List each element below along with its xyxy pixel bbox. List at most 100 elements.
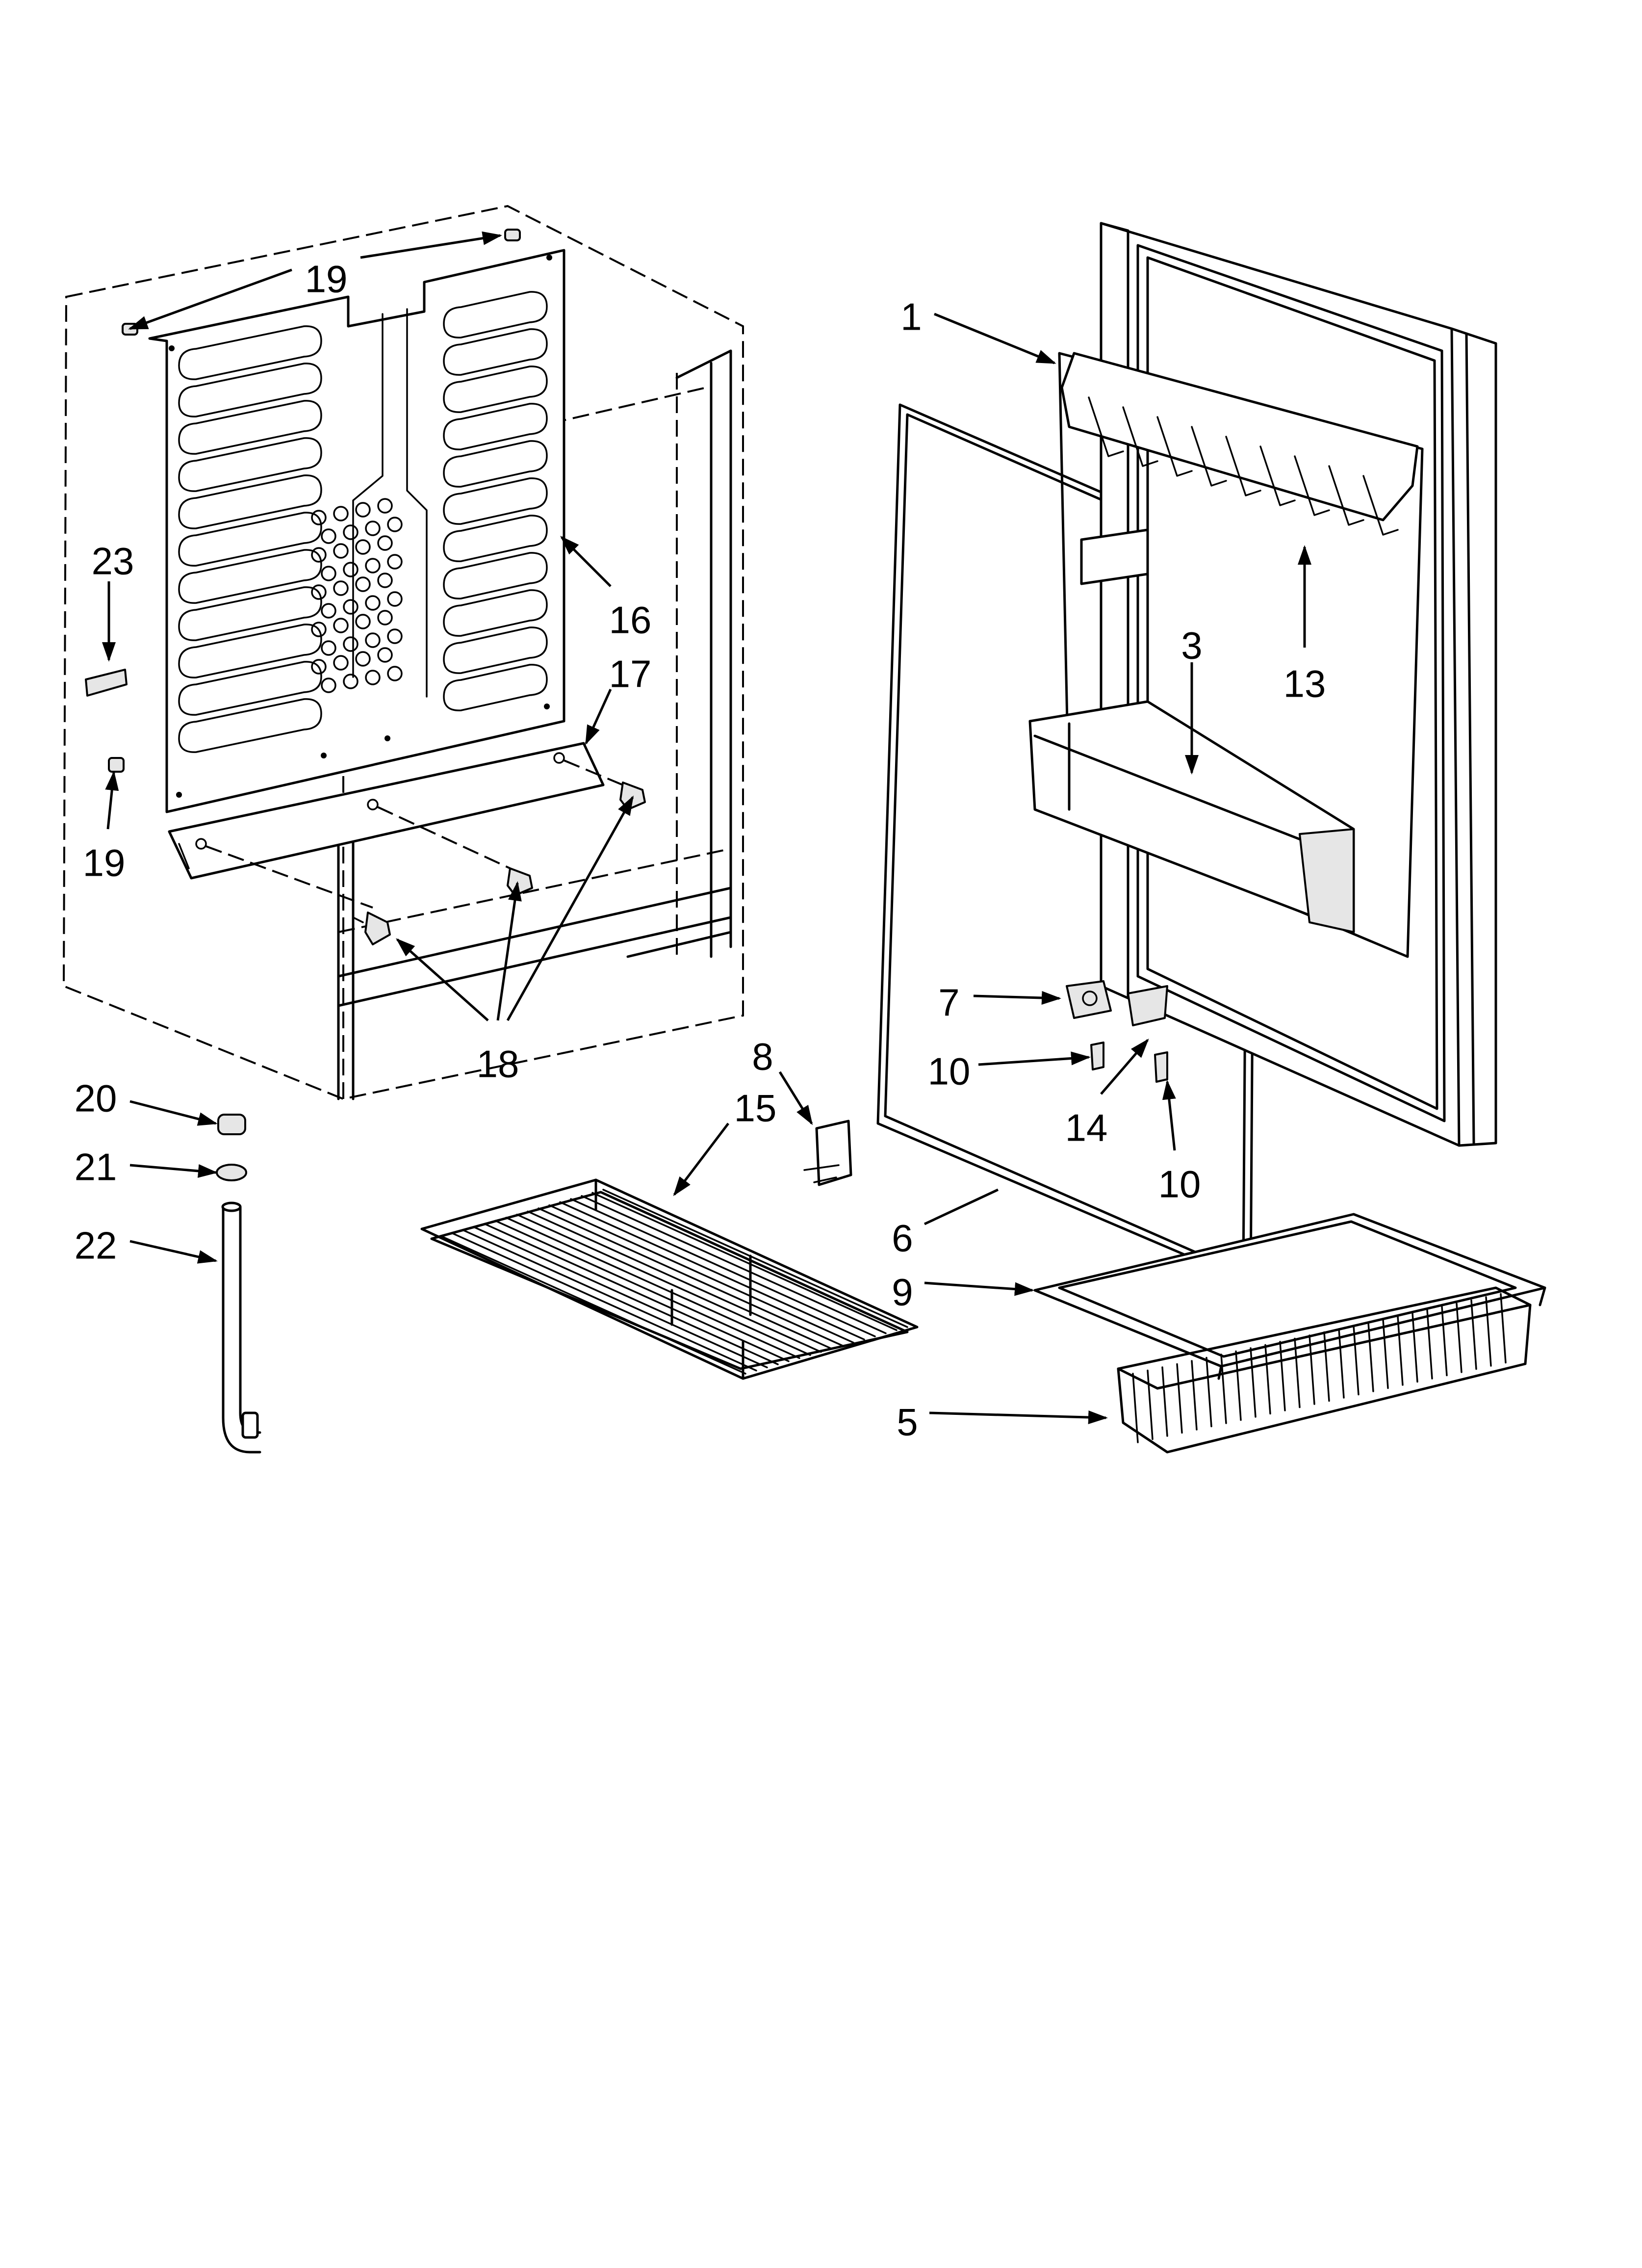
- callout-c8: 8: [752, 1035, 813, 1125]
- drain-tube-22: [221, 1201, 261, 1454]
- callout-c3: 3: [1181, 624, 1203, 775]
- callout-label: 22: [75, 1224, 117, 1267]
- leader-line: [778, 1071, 813, 1125]
- pin-19-bottom: [108, 757, 125, 773]
- crisper-basket: [1117, 1286, 1532, 1454]
- callout-c18: 18: [396, 938, 519, 1086]
- callout-label: 19: [83, 841, 126, 885]
- lattice-cell: [333, 618, 349, 633]
- shelf-wire: [591, 1192, 898, 1331]
- callout-label: 21: [75, 1146, 117, 1189]
- basket-wire: [1176, 1363, 1183, 1434]
- bracket-8: [803, 1120, 852, 1186]
- plate-23: [85, 669, 128, 697]
- lattice-cell: [321, 640, 336, 656]
- drain-washer-21: [216, 1164, 247, 1181]
- lattice-cell: [343, 599, 359, 615]
- callout-label: 1: [900, 295, 922, 339]
- coil-loop: [443, 552, 548, 600]
- screw-18-a: [352, 912, 391, 945]
- leader-line: [496, 881, 522, 1021]
- coil-loop: [443, 515, 548, 562]
- basket-wire: [1456, 1303, 1462, 1373]
- rack-divider: [1225, 436, 1261, 496]
- coil-loop: [178, 437, 322, 492]
- pin-19-top-right: [504, 229, 521, 241]
- lattice-cell: [343, 674, 359, 689]
- basket-wire: [1206, 1356, 1212, 1428]
- lattice-cell: [311, 622, 327, 637]
- shelf-wire: [570, 1198, 876, 1337]
- lattice-cell: [377, 573, 393, 588]
- callout-c23: 23: [92, 540, 134, 662]
- leader-line: [129, 1240, 218, 1264]
- lattice-cell: [355, 614, 371, 629]
- basket-wire: [1323, 1331, 1330, 1402]
- coil-loop: [443, 664, 548, 711]
- lattice-cell: [321, 528, 336, 544]
- basket-wire: [1235, 1350, 1242, 1421]
- leader-line: [506, 795, 634, 1021]
- hinge-7: [1066, 980, 1112, 1019]
- lattice-cell: [343, 562, 359, 577]
- leader-line: [924, 1188, 999, 1225]
- coil-loop: [178, 624, 322, 678]
- callout-c5: 5: [897, 1401, 1108, 1444]
- coil-loop: [178, 400, 322, 455]
- basket-wire: [1308, 1334, 1315, 1405]
- lattice-cell: [333, 543, 349, 559]
- leader-line: [929, 1410, 1108, 1424]
- callout-c18b: [496, 881, 522, 1021]
- callout-label: 23: [92, 540, 134, 583]
- callout-label: 8: [752, 1035, 773, 1078]
- coil-loop: [443, 365, 548, 413]
- basket-wire: [1161, 1366, 1168, 1437]
- rack-divider: [1362, 475, 1399, 536]
- callout-c7: 7: [938, 981, 1061, 1024]
- lattice-cell: [387, 591, 403, 607]
- lattice-cell: [355, 539, 371, 555]
- callout-c21: 21: [75, 1146, 218, 1189]
- callout-label: 16: [609, 599, 652, 642]
- lattice-cell: [343, 524, 359, 540]
- rack-divider: [1294, 455, 1330, 516]
- hinge-14: [1127, 985, 1168, 1026]
- callout-label: 9: [892, 1271, 913, 1314]
- evaporator-plate: [148, 249, 565, 813]
- leader-line: [978, 1051, 1091, 1066]
- callout-label: 14: [1065, 1106, 1108, 1149]
- coil-loop: [443, 589, 548, 637]
- callout-label: 6: [892, 1217, 913, 1260]
- basket-wire: [1485, 1296, 1492, 1367]
- basket-wire: [1382, 1318, 1389, 1389]
- coil-loop: [443, 291, 548, 339]
- basket-wire: [1338, 1328, 1345, 1399]
- callout-c18c: [506, 795, 634, 1021]
- rack-divider: [1191, 426, 1227, 487]
- callout-c19a: 19: [128, 258, 348, 330]
- basket-wire: [1220, 1354, 1227, 1424]
- coil-loop: [178, 698, 322, 753]
- lattice-cell: [311, 584, 327, 600]
- callout-label: 3: [1181, 624, 1202, 667]
- callout-label: 19: [305, 258, 348, 301]
- callout-c22: 22: [75, 1224, 218, 1267]
- leader-line: [585, 688, 612, 745]
- basket-wire: [1397, 1315, 1404, 1386]
- basket-wire: [1264, 1344, 1271, 1415]
- callout-label: 7: [938, 981, 959, 1024]
- callout-label: 18: [477, 1043, 519, 1086]
- lattice-cell: [387, 517, 403, 532]
- lattice-cell: [355, 576, 371, 592]
- callout-c1: 1: [900, 295, 1056, 365]
- shelf-wire: [538, 1207, 844, 1347]
- bottom-bracket: [168, 742, 623, 909]
- lattice-cell: [365, 670, 381, 685]
- callout-c19b: 19: [305, 231, 502, 301]
- callout-c19c: 19: [83, 771, 126, 885]
- callout-label: 13: [1283, 662, 1326, 705]
- lattice-cell: [333, 506, 349, 521]
- callout-label: 17: [609, 652, 652, 696]
